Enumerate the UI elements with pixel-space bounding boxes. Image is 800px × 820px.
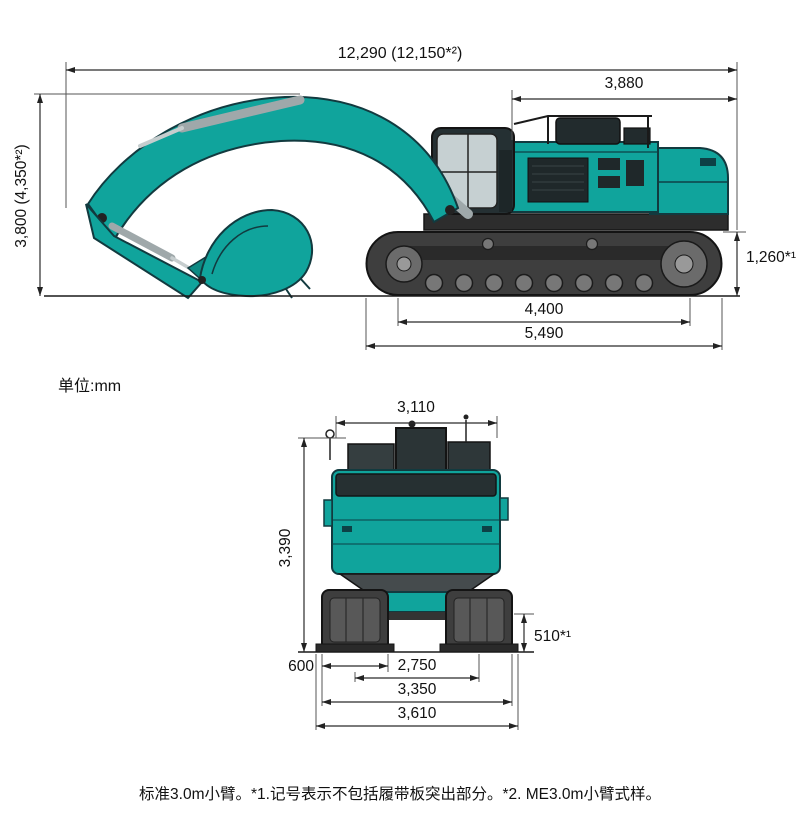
dim-overall-height: 3,800 (4,350*²) <box>13 144 30 247</box>
rear-dimensions: 3,110 3,390 510*¹ 600 2,750 3,350 <box>277 399 571 730</box>
dim-clearance: 510*¹ <box>534 628 571 645</box>
dim-body-height: 3,390 <box>277 528 294 567</box>
dim-upper-width: 3,110 <box>397 399 435 416</box>
side-arm-cylinder <box>138 95 305 148</box>
footer-note: 标准3.0m小臂。*1.记号表示不包括履带板突出部分。*2. ME3.0m小臂式… <box>139 785 661 803</box>
dim-track-width: 3,350 <box>398 681 437 698</box>
side-view-drawing: 12,290 (12,150*²) 3,880 3,800 (4,350*²) … <box>13 45 796 350</box>
side-bucket <box>186 208 314 299</box>
rear-right-track <box>439 589 519 653</box>
dim-overall-width: 3,610 <box>398 705 437 722</box>
side-top-equipment <box>513 115 652 148</box>
rear-view-drawing: 3,110 3,390 510*¹ 600 2,750 3,350 <box>277 399 571 730</box>
rear-body <box>323 469 509 575</box>
side-counterweight <box>649 147 729 215</box>
dim-overall-length: 12,290 (12,150*²) <box>338 45 463 62</box>
dim-upper-rear-length: 3,880 <box>605 75 644 92</box>
side-turntable-deck <box>423 213 729 231</box>
dim-shoe-width: 600 <box>288 658 314 675</box>
dim-track-height: 1,260*¹ <box>746 249 796 266</box>
side-dimensions: 12,290 (12,150*²) 3,880 3,800 (4,350*²) … <box>13 45 796 350</box>
units-label: 单位:mm <box>58 377 121 395</box>
side-engine-housing <box>511 141 659 213</box>
side-crawler-track <box>365 231 723 296</box>
dim-track-gauge: 2,750 <box>398 657 437 674</box>
rear-left-track <box>315 589 395 653</box>
rear-top-equipment <box>325 414 491 473</box>
dim-tumbler-distance: 4,400 <box>525 301 564 318</box>
dim-crawler-length: 5,490 <box>525 325 564 342</box>
side-arm <box>85 203 204 300</box>
